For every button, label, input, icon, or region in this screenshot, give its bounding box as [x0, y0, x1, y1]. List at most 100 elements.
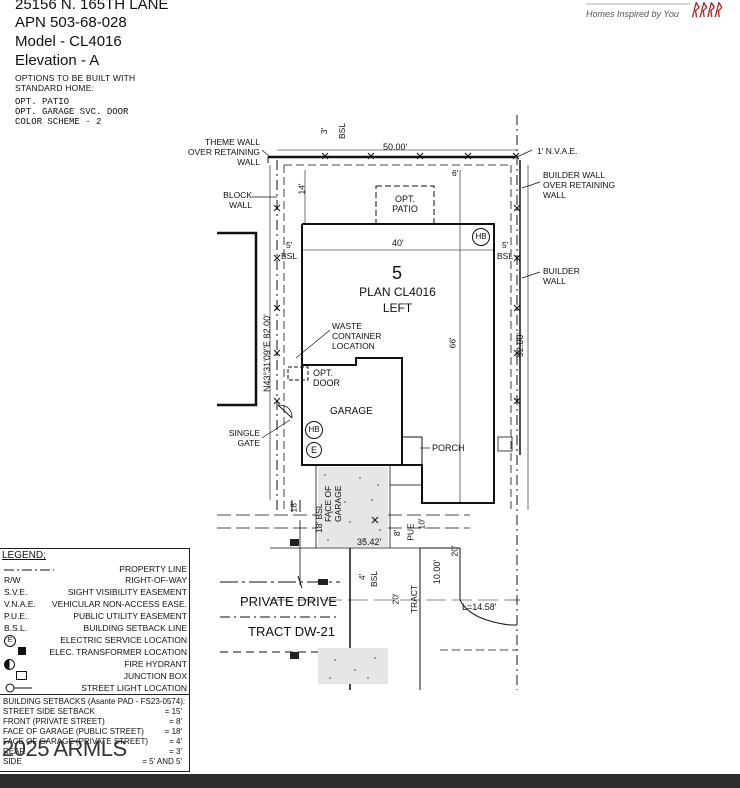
rear-dimension: 50.00' [383, 142, 408, 152]
setback-label: REAR [3, 747, 26, 756]
label-line: WALL [237, 157, 260, 167]
left-side-setback: 5' [286, 240, 293, 250]
legend-row: P.U.E. PUBLIC UTILITY EASEMENT [2, 611, 187, 622]
junction-box-icon [290, 652, 299, 659]
label-line: CONTAINER [332, 331, 382, 341]
label-line: LOCATION [332, 341, 375, 351]
face-of-garage-text: FACE OF GARAGE [323, 485, 343, 522]
setback-value: = 4' [169, 737, 182, 746]
setback-row: REAR = 3' [3, 747, 186, 757]
legend-text: ELEC. TRANSFORMER LOCATION [49, 647, 187, 657]
label-line: BLOCK [223, 190, 252, 200]
legend-row: PROPERTY LINE [2, 564, 187, 575]
setback-label: FRONT (PRIVATE STREET) [3, 717, 105, 726]
dim-14: 14' [296, 183, 307, 195]
junction-box-icon [16, 671, 27, 680]
junction-box-icon [318, 579, 328, 585]
opt-door-label: OPT. DOOR [313, 368, 340, 388]
pue-label: PUE [405, 523, 416, 541]
hose-bib-icon: HB [305, 421, 323, 439]
block-wall-label: BLOCK WALL [212, 190, 252, 210]
porch-step [401, 436, 423, 466]
rear-bsl-label: BSL [337, 122, 348, 140]
opt-door-outline [287, 366, 309, 381]
legend-text: FIRE HYDRANT [124, 659, 187, 669]
tract-dw-label: TRACT DW-21 [248, 624, 335, 639]
label-line: OPT. [313, 368, 334, 378]
lot-number: 5 [391, 263, 402, 283]
setback-value: = 8' [169, 717, 182, 726]
electric-service-icon: E [306, 442, 322, 458]
label-line: OVER RETAINING [543, 180, 616, 190]
logo-tagline: Homes Inspired by You [586, 9, 679, 19]
options-title-line1: OPTIONS TO BE BUILT WITH [15, 73, 136, 83]
legend-text: ELECTRIC SERVICE LOCATION [60, 635, 187, 645]
legend-text: SIGHT VISIBILITY EASEMENT [67, 587, 187, 597]
theme-wall-label: THEME WALL [202, 137, 260, 147]
label-line: GATE [237, 438, 260, 448]
transformer-icon [497, 436, 513, 452]
dim-18: 18' [288, 501, 299, 513]
dim-4: 4' [357, 573, 368, 581]
block-wall [217, 231, 258, 407]
label-line: WALL [543, 276, 566, 286]
setback-value: = 15' [164, 707, 182, 716]
left-bsl-label: BSL [281, 251, 298, 261]
bsl-4-label: BSL [369, 570, 380, 588]
legend-title: LEGEND; [2, 550, 46, 561]
right-side-setback: 5' [502, 240, 509, 250]
label-line: WALL [229, 200, 252, 210]
fire-hydrant-icon [4, 659, 15, 670]
legend-row: R/W RIGHT-OF-WAY [2, 575, 187, 586]
legend-row: JUNCTION BOX [2, 671, 187, 682]
label-line: WALL [543, 190, 566, 200]
legend-row: S.V.E. SIGHT VISIBILITY EASEMENT [2, 587, 187, 598]
garage-label: GARAGE [330, 406, 373, 417]
garage-outline [301, 365, 402, 466]
legend-row: STREET LIGHT LOCATION [2, 683, 187, 694]
label-line: BUILDER WALL [543, 170, 606, 180]
tract-label: TRACT [409, 584, 420, 614]
setbacks-title: BUILDING SETBACKS (Asante PAD - FS23-057… [3, 697, 186, 706]
waste-container-label: WASTE CONTAINER LOCATION [332, 321, 381, 351]
opt-patio-label: OPT. PATIO [382, 194, 428, 214]
logo-mark-icon: ᚱᚱᚱᚱ [690, 2, 722, 19]
porch-label: PORCH [432, 443, 465, 453]
footer-bar [0, 774, 740, 788]
theme-wall-label: OVER RETAINING WALL [180, 147, 260, 167]
setback-label: SIDE [3, 757, 22, 766]
setback-label: STREET SIDE SETBACK [3, 707, 95, 716]
label-line: PATIO [392, 204, 418, 214]
option-item: OPT. PATIO [15, 97, 70, 107]
setback-value: = 5' AND 5' [142, 757, 182, 766]
hose-bib-icon: HB [472, 228, 490, 246]
legend-text: PUBLIC UTILITY EASEMENT [73, 611, 187, 621]
plan-name: PLAN CL4016 [359, 285, 436, 299]
setback-value: = 3' [169, 747, 182, 756]
hose-bib-label: HB [308, 425, 320, 434]
legend-row: V.N.A.E. VEHICULAR NON-ACCESS EASE. [2, 599, 187, 610]
plan-orientation: LEFT [382, 301, 413, 315]
right-lot-depth: 92.00' [515, 332, 526, 358]
option-item: OPT. GARAGE SVC. DOOR [15, 107, 129, 117]
legend-symbol: V.N.A.E. [4, 599, 36, 609]
dim-20: 20' [449, 545, 460, 557]
builder-wall-retaining-label: BUILDER WALL OVER RETAINING WALL [543, 170, 615, 200]
logo-rule [586, 3, 690, 5]
apn-number: APN 503-68-028 [15, 14, 127, 31]
driveway-concrete [318, 467, 388, 547]
property-line-icon [4, 569, 54, 571]
legend-text: JUNCTION BOX [123, 671, 187, 681]
face-of-garage-label: FACE OF GARAGE [323, 476, 343, 552]
options-title-line2: STANDARD HOME: [15, 83, 95, 93]
legend-row: B.S.L. BUILDING SETBACK LINE [2, 623, 187, 634]
label-line: DOOR [313, 378, 340, 388]
model-name: Model - CL4016 [15, 33, 122, 50]
single-gate-label: SINGLE GATE [224, 428, 260, 448]
junction-box-icon [290, 539, 299, 546]
legend-text: VEHICULAR NON-ACCESS EASE. [51, 599, 187, 609]
driveway-apron [318, 648, 388, 684]
elevation-name: Elevation - A [15, 52, 100, 69]
dim-35: 35.42' [357, 537, 382, 547]
